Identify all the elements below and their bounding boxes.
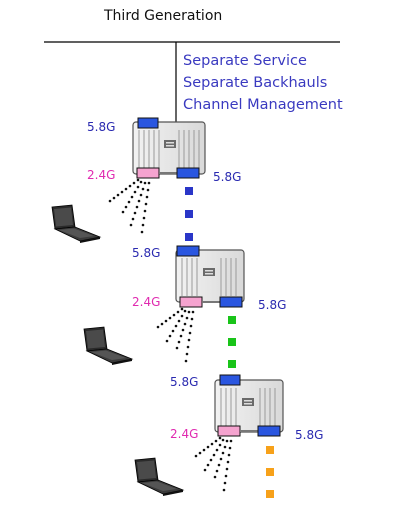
node3-wireless-signal <box>194 436 233 492</box>
node3-backhaul-label: 5.8G <box>295 428 324 442</box>
node3-access-radio <box>217 425 241 437</box>
node3-access-point <box>214 379 284 433</box>
diagram-title: Third Generation <box>104 8 223 24</box>
laptop-3 <box>134 457 185 496</box>
node3-uplink-label: 5.8G <box>170 375 199 389</box>
node2-access-label: 2.4G <box>132 295 161 309</box>
feature-channel-management: Channel Management <box>183 97 343 113</box>
node2-backhaul-label: 5.8G <box>258 298 287 312</box>
node1-access-radio <box>136 167 160 179</box>
feature-separate-backhauls: Separate Backhauls <box>183 75 328 91</box>
node1-backhaul-label: 5.8G <box>213 170 242 184</box>
node2-access-radio <box>179 296 203 308</box>
node1-access-label: 2.4G <box>87 168 116 182</box>
node2-uplink-label: 5.8G <box>132 246 161 260</box>
feature-separate-service: Separate Service <box>183 53 307 69</box>
node3-uplink-radio <box>219 374 241 386</box>
node1-backhaul-link <box>185 187 193 241</box>
node2-backhaul-radio <box>219 296 243 308</box>
node2-access-point <box>175 249 245 303</box>
node2-wireless-signal <box>156 307 195 363</box>
node3-backhaul-radio <box>257 425 281 437</box>
node2-uplink-radio <box>176 245 200 257</box>
node2-backhaul-link <box>228 316 236 368</box>
node1-backhaul-radio <box>176 167 200 179</box>
node3-access-label: 2.4G <box>170 427 199 441</box>
node3-backhaul-link <box>266 446 274 498</box>
node1-access-point <box>132 121 206 175</box>
node1-uplink-radio <box>137 117 159 129</box>
node1-uplink-label: 5.8G <box>87 120 116 134</box>
laptop-1 <box>51 204 102 243</box>
laptop-2 <box>83 326 134 365</box>
node1-wireless-signal <box>108 178 151 234</box>
